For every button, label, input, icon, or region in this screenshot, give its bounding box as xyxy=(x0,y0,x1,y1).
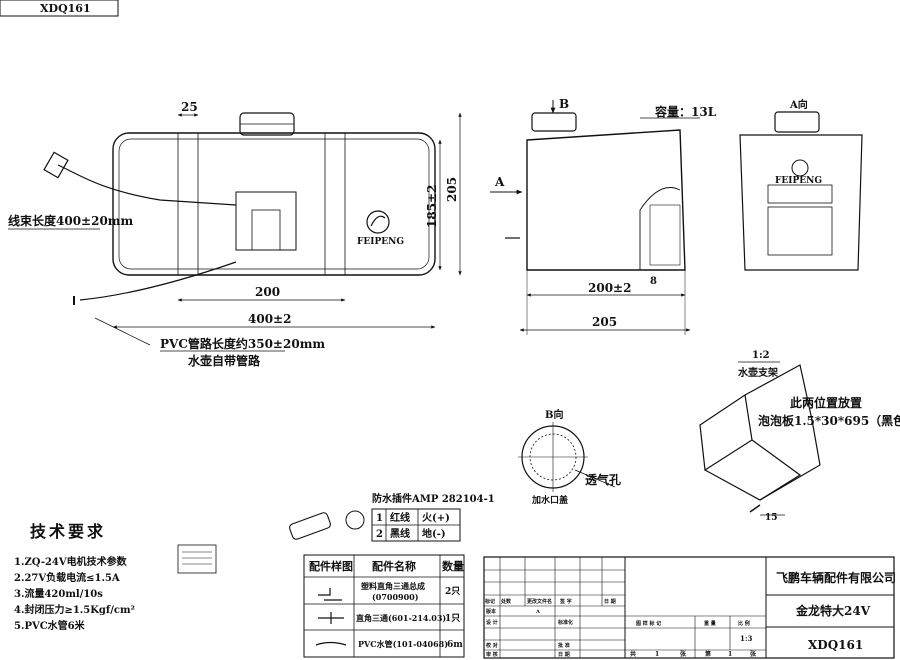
conn-row1-no: 1 xyxy=(376,513,383,524)
tb-version: 版本 xyxy=(486,608,497,615)
tb-mark: 标记 xyxy=(484,598,495,605)
dim-185: 185±2 xyxy=(425,185,439,228)
tech-req-item: 2.27V负载电流≤1.5A xyxy=(14,571,120,584)
tech-req-item: 1.ZQ-24V电机技术参数 xyxy=(14,555,128,568)
tb-sign: 签 字 xyxy=(559,598,572,605)
capacity-label: 容量：13L xyxy=(654,104,717,119)
tb-check: 校 对 xyxy=(486,642,498,649)
tb-total: 共 xyxy=(630,650,636,658)
b-view-label: B向 xyxy=(545,408,563,421)
tb-stage: 图 样 标 记 xyxy=(636,620,661,627)
conn-row2-sig: 地(-) xyxy=(422,527,446,540)
tech-req-item: 5.PVC水管6米 xyxy=(14,619,86,632)
connector-table xyxy=(371,508,461,542)
tb-count: 处数 xyxy=(500,598,512,605)
conn-row1-wire: 红线 xyxy=(390,511,410,524)
tb-doc: 更改文件名 xyxy=(527,598,552,605)
stamp-box xyxy=(0,0,119,17)
bracket-note-2: 泡泡板1.5*30*695（黑色） xyxy=(758,413,900,428)
part3-name: PVC水管(101-04068) xyxy=(358,639,448,649)
dim-side-205: 205 xyxy=(592,315,617,329)
connector-title: 防水插件AMP 282104-1 xyxy=(372,492,495,505)
a-view xyxy=(739,111,863,271)
parts-header-qty: 数量 xyxy=(442,559,464,573)
drawing-code: XDQ161 xyxy=(808,638,863,652)
part1-code: (0700900) xyxy=(372,592,419,602)
parts-header-image: 配件样图 xyxy=(309,559,353,573)
wire-length-label: 线束长度400±20mm xyxy=(8,213,134,228)
dim-side-200: 200±2 xyxy=(588,281,631,295)
tb-approve: 批 准 xyxy=(558,642,570,649)
tb-date2: 日 期 xyxy=(558,651,570,658)
pipe-length-label: PVC管路长度约350±20mm xyxy=(160,336,325,351)
front-brand: FEIPENG xyxy=(357,237,404,247)
part1-qty: 2只 xyxy=(445,586,460,597)
tb-version-val: A xyxy=(535,609,540,615)
dim-205: 205 xyxy=(445,177,459,202)
title-block xyxy=(483,556,895,659)
conn-row1-sig: 火(+) xyxy=(422,512,450,524)
view-b-mark: B xyxy=(559,97,569,111)
tb-review: 审 核 xyxy=(486,651,498,658)
tb-ratio: 比 例 xyxy=(738,620,750,627)
tech-req-item: 4.封闭压力≥1.5Kgf/cm² xyxy=(14,603,135,616)
view-a-mark: A xyxy=(494,175,505,189)
side-view xyxy=(490,100,700,335)
cap-label: 加水口盖 xyxy=(531,494,568,506)
part1-name: 塑料直角三通总成 xyxy=(361,581,425,591)
a-view-label: A向 xyxy=(789,98,808,111)
part2-name: 直角三通(601-214.03) xyxy=(356,613,446,623)
tb-standard: 标准化 xyxy=(557,619,573,626)
part2-qty: 1只 xyxy=(445,613,460,624)
dim-25: 25 xyxy=(181,100,198,114)
a-view-brand: FEIPENG xyxy=(775,176,822,186)
pipe-note: 水壶自带管路 xyxy=(188,353,261,368)
tb-scale-val: 1:3 xyxy=(740,634,752,643)
connector-drawing xyxy=(289,510,365,540)
tb-weight: 重 量 xyxy=(704,620,716,627)
tb-sheet: 张 xyxy=(680,650,687,658)
product-name: 金龙特大24V xyxy=(795,603,871,618)
parts-table xyxy=(303,554,465,658)
tb-design: 设 计 xyxy=(486,619,498,626)
company-name: 飞鹏车辆配件有限公司 xyxy=(776,570,896,585)
bracket-scale: 1:2 xyxy=(752,350,770,361)
vent-label: 透气孔 xyxy=(585,472,621,487)
dim-200: 200 xyxy=(255,285,280,299)
tb-sheet2: 张 xyxy=(750,650,757,658)
b-view xyxy=(518,422,616,492)
parts-header-name: 配件名称 xyxy=(372,559,416,573)
bracket-view xyxy=(699,364,821,516)
tb-page-val: 1 xyxy=(728,651,732,658)
tb-page-no: 第 xyxy=(704,650,711,658)
bracket-dim-15: 15 xyxy=(765,513,778,523)
bracket-note-1: 此两位置放置 xyxy=(790,395,862,410)
stamp-code: XDQ161 xyxy=(40,2,91,15)
tb-total-val: 1 xyxy=(655,651,659,658)
dim-400: 400±2 xyxy=(248,312,291,326)
note-card xyxy=(177,544,217,574)
bracket-title: 水壶支架 xyxy=(737,366,778,379)
tech-req-item: 3.流量420ml/10s xyxy=(14,587,103,600)
front-view xyxy=(43,112,462,346)
conn-row2-no: 2 xyxy=(376,529,383,540)
tech-req-title: 技术要求 xyxy=(30,522,106,541)
conn-row2-wire: 黑线 xyxy=(390,527,410,540)
part3-qty: 6m xyxy=(447,640,463,650)
dim-side-8: 8 xyxy=(650,276,657,287)
tech-req-list: 1.ZQ-24V电机技术参数 2.27V负载电流≤1.5A 3.流量420ml/10… xyxy=(14,555,135,632)
tb-date: 日 期 xyxy=(604,598,616,605)
